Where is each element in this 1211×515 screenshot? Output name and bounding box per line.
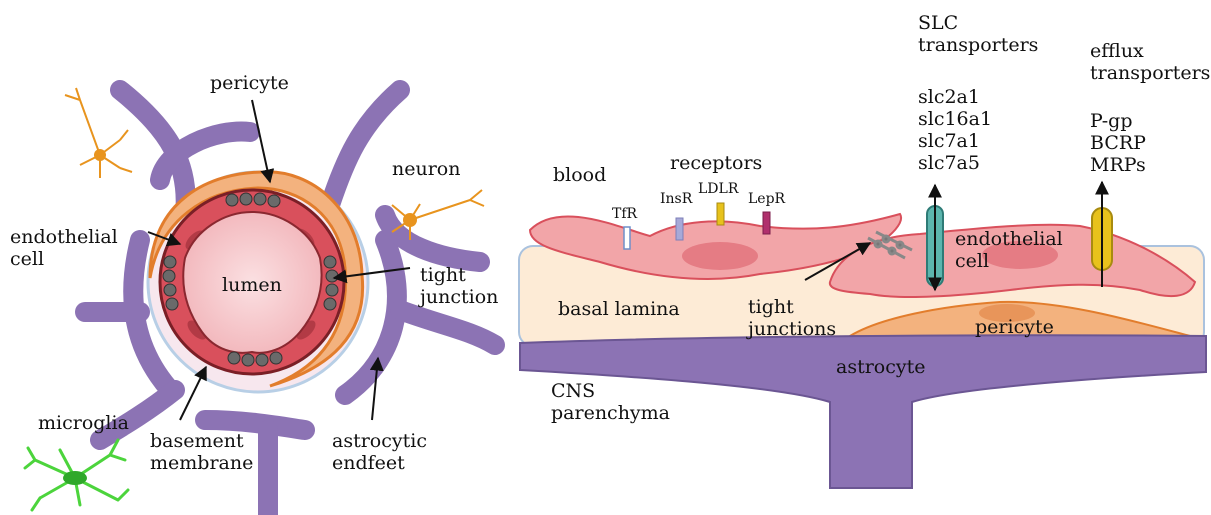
blood-label: blood [553,164,606,186]
lumen-label: lumen [222,274,282,296]
receptor-tfr [624,227,630,249]
tight-junctions-label: tight junctions [748,296,836,340]
receptors-heading: receptors [670,152,762,174]
basement-membrane-label: basement membrane [150,430,253,474]
astrocyte-label: astrocyte [836,356,926,378]
receptor-lepr [763,212,770,234]
receptor-insr-label: InsR [660,191,692,207]
arrow-pericyte [252,100,270,182]
receptor-lepr-label: LepR [748,191,785,207]
pericyte-label-right: pericyte [975,316,1054,338]
receptor-ldlr-label: LDLR [698,181,738,197]
endothelial-cell-label: endothelial cell [10,226,118,270]
astrocytic-endfeet-label: astrocytic endfeet [332,430,427,474]
tight-junction-label: tight junction [420,264,498,308]
basal-lamina-label: basal lamina [558,298,680,320]
receptor-insr [676,218,683,240]
slc-transporter-list: slc2a1 slc16a1 slc7a1 slc7a5 [918,86,992,174]
receptor-ldlr [717,203,724,225]
efflux-transporter-list: P-gp BCRP MRPs [1090,110,1146,176]
endothelial-cell-label-right: endothelial cell [955,228,1063,272]
pericyte-label: pericyte [210,72,289,94]
receptor-tfr-label: TfR [612,206,637,222]
microglia-label: microglia [38,412,129,434]
efflux-transporters-heading: efflux transporters [1090,40,1210,84]
slc-transporters-heading: SLC transporters [918,12,1038,56]
cns-parenchyma-label: CNS parenchyma [551,380,670,424]
neuron-label: neuron [392,158,460,180]
